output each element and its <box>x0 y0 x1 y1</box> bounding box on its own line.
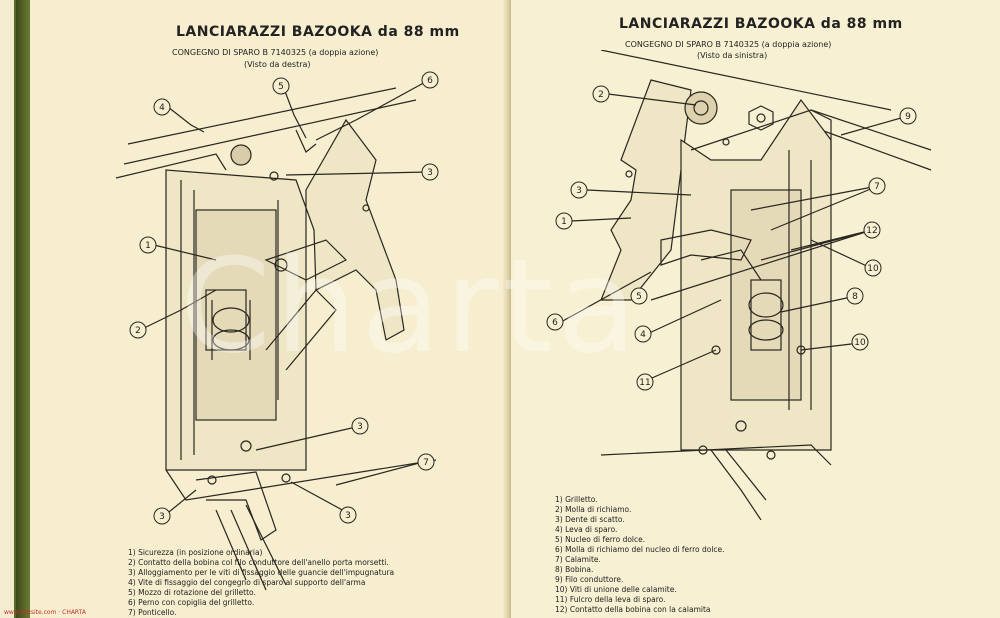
legend-item: 5) Nucleo di ferro dolce. <box>555 535 646 544</box>
legend-item: 9) Filo conduttore. <box>555 575 624 584</box>
legend-item: 4) Leva di sparo. <box>555 525 618 534</box>
callout-4: 4 <box>640 330 646 340</box>
legend-item: 3) Alloggiamento per le viti di fissaggi… <box>128 568 395 577</box>
legend-item: 10) Viti di unione delle calamite. <box>555 585 677 594</box>
callout-8: 8 <box>852 292 858 302</box>
right-page-title: LANCIARAZZI BAZOOKA da 88 mm <box>619 16 903 32</box>
callout-6: 6 <box>552 318 558 328</box>
legend-item: 2) Molla di richiamo. <box>555 505 632 514</box>
legend-item: 12) Contatto della bobina con la calamit… <box>555 605 711 614</box>
legend-item: 4) Vite di fissaggio del congegno di spa… <box>128 578 366 587</box>
legend-item: 7) Calamite. <box>555 555 601 564</box>
left-view-label: (Visto da destra) <box>244 60 311 69</box>
callout-11: 11 <box>639 378 650 388</box>
legend-item: 2) Contatto della bobina col filo condut… <box>128 558 389 567</box>
callout-2: 2 <box>135 326 141 336</box>
callout-3d: 3 <box>345 511 351 521</box>
legend-item: 8) Bobina. <box>555 565 594 574</box>
callout-5: 5 <box>278 82 284 92</box>
callout-7: 7 <box>423 458 429 468</box>
callout-10: 10 <box>867 264 879 274</box>
callout-3b: 3 <box>357 422 363 432</box>
legend-item: 1) Grilletto. <box>555 495 598 504</box>
seller-stamp: www.bbzsite.com · CHARTA <box>4 609 86 616</box>
right-page: LANCIARAZZI BAZOOKA da 88 mm CONGEGNO DI… <box>511 0 1000 618</box>
callout-1: 1 <box>145 241 151 251</box>
callout-3: 3 <box>576 186 582 196</box>
left-trigger-diagram: 4 5 6 3 1 2 3 7 3 3 <box>115 71 439 591</box>
right-trigger-diagram: 2 9 3 7 1 12 5 10 6 8 4 10 11 <box>546 50 932 520</box>
legend-item: 3) Dente di scatto. <box>555 515 625 524</box>
right-view-label: (Visto da sinistra) <box>697 51 768 60</box>
callout-3: 3 <box>427 168 433 178</box>
legend-item: 11) Fulcro della leva di sparo. <box>555 595 666 604</box>
callout-1: 1 <box>561 217 567 227</box>
left-subtitle: CONGEGNO DI SPARO B 7140325 (a doppia az… <box>172 48 379 57</box>
book-binding <box>16 0 30 618</box>
right-legend: 1) Grilletto. 2) Molla di richiamo. 3) D… <box>555 495 725 615</box>
callout-7: 7 <box>874 182 880 192</box>
callout-12: 12 <box>866 226 877 236</box>
callout-9: 9 <box>905 112 911 122</box>
right-subtitle: CONGEGNO DI SPARO B 7140325 (a doppia az… <box>625 40 832 49</box>
callout-3c: 3 <box>159 512 165 522</box>
left-page: LANCIARAZZI BAZOOKA da 88 mm CONGEGNO DI… <box>14 0 513 618</box>
legend-item: 6) Perno con copiglia del grilletto. <box>128 598 255 607</box>
left-legend: 1) Sicurezza (in posizione ordinaria) 2)… <box>128 548 394 618</box>
callout-5: 5 <box>636 292 642 302</box>
callout-4: 4 <box>159 103 165 113</box>
left-page-title: LANCIARAZZI BAZOOKA da 88 mm <box>176 24 460 40</box>
callout-6: 6 <box>427 76 433 86</box>
callout-2: 2 <box>598 90 604 100</box>
callout-10b: 10 <box>854 338 866 348</box>
legend-item: 5) Mozzo di rotazione del grilletto. <box>128 588 256 597</box>
legend-item: 7) Ponticello. <box>128 608 177 617</box>
legend-item: 6) Molla di richiamo del nucleo di ferro… <box>555 545 725 554</box>
legend-item: 1) Sicurezza (in posizione ordinaria) <box>128 548 263 557</box>
